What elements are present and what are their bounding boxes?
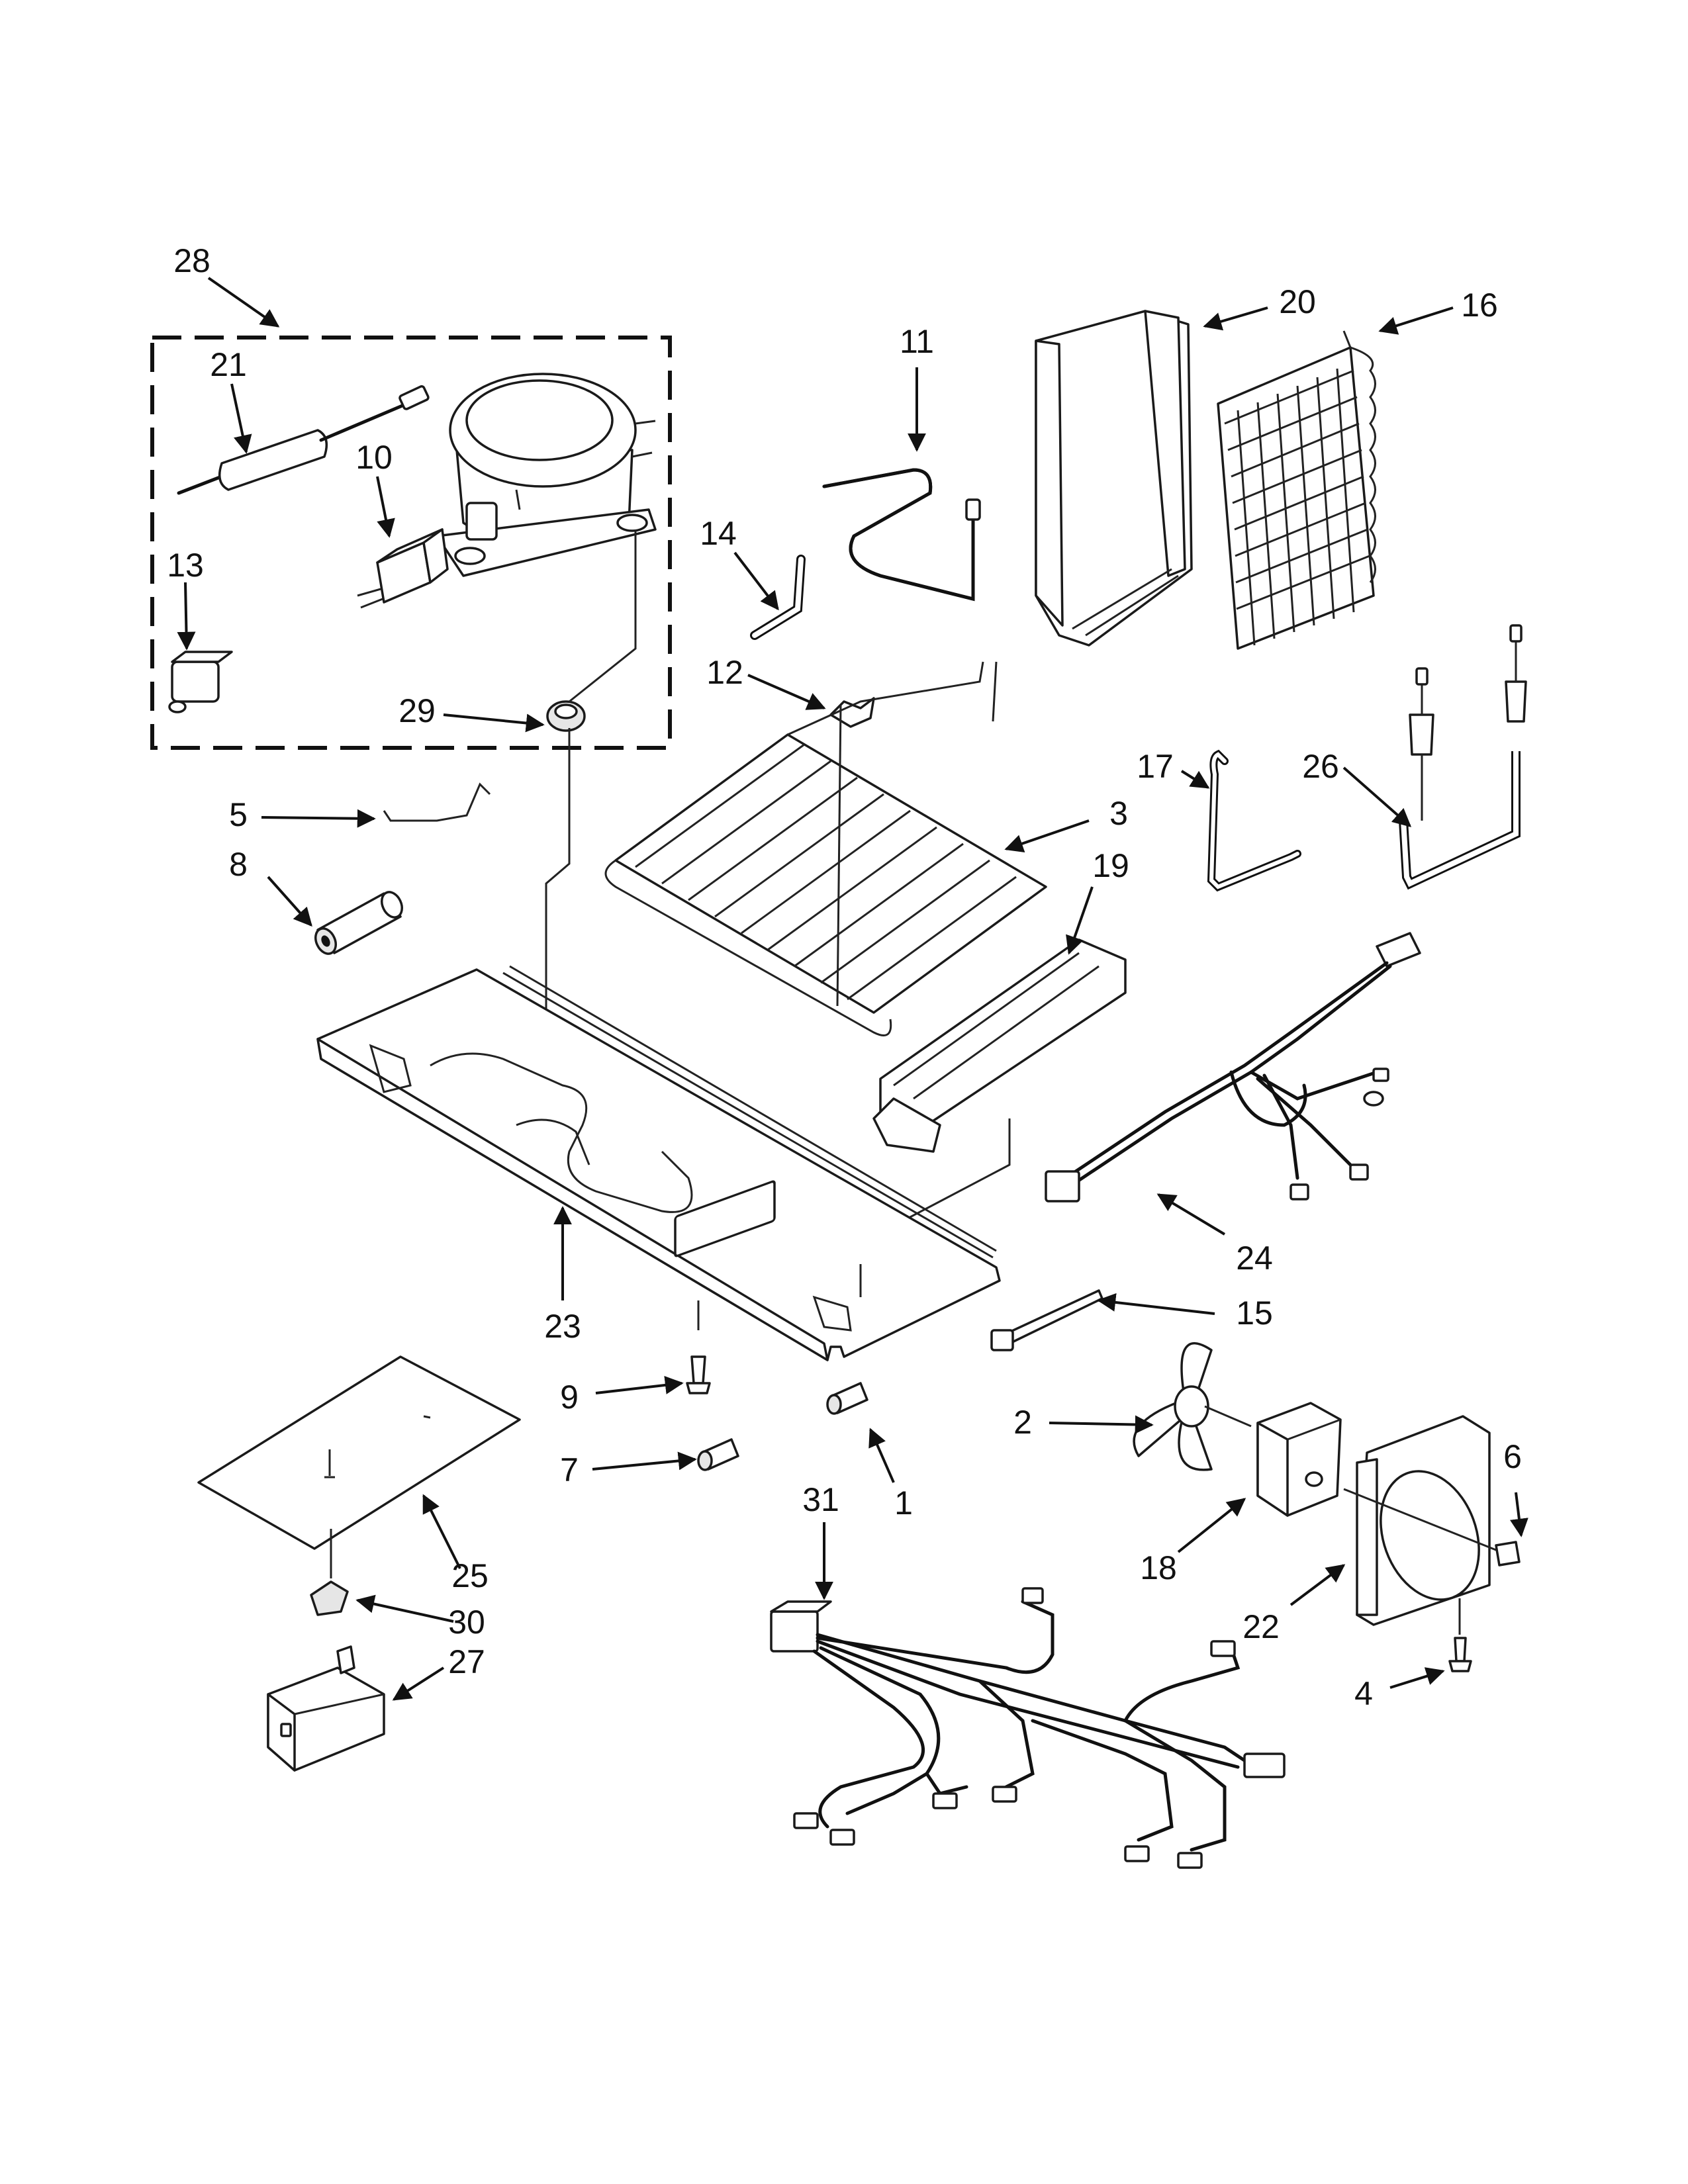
- filter-drier: [177, 385, 430, 495]
- callout-11: 11: [900, 323, 934, 360]
- electronic-control: [267, 1645, 385, 1772]
- callout-22: 22: [1243, 1608, 1280, 1645]
- callout-29: 29: [399, 692, 436, 729]
- callout-13: 13: [167, 547, 204, 584]
- callout-17: 17: [1137, 748, 1174, 785]
- callout-10: 10: [355, 439, 393, 476]
- fan-motor: [1256, 1402, 1342, 1517]
- evaporator-cover: [1035, 310, 1193, 647]
- callout-8: 8: [229, 846, 248, 883]
- callout-20: 20: [1279, 283, 1316, 320]
- cable-tie: [990, 1289, 1103, 1351]
- callout-1: 1: [894, 1484, 913, 1522]
- callout-25: 25: [451, 1557, 489, 1594]
- suction-line-17: [1207, 749, 1301, 892]
- callout-7: 7: [560, 1451, 579, 1488]
- drain-trough: [872, 938, 1127, 1232]
- power-cord: [1045, 932, 1421, 1203]
- leader-lines: [177, 277, 1528, 1701]
- callout-19: 19: [1092, 847, 1129, 884]
- callout-26: 26: [1302, 748, 1339, 785]
- callout-28: 28: [173, 242, 211, 279]
- screw-9: [686, 1300, 711, 1394]
- callout-3: 3: [1109, 795, 1128, 832]
- overload-relay: [168, 651, 233, 713]
- callout-30: 30: [448, 1604, 485, 1641]
- fan-shroud: [1343, 1415, 1521, 1626]
- callout-18: 18: [1140, 1549, 1177, 1586]
- callout-14: 14: [700, 515, 737, 552]
- insulation-pad: [197, 1355, 521, 1578]
- callout-labels: 28 21 10 13 29 11 14 12 20 16 17 26 3 19…: [167, 242, 1522, 1712]
- compressor-kit-box: [150, 336, 672, 750]
- callout-24: 24: [1236, 1240, 1273, 1277]
- callout-4: 4: [1354, 1675, 1373, 1712]
- condenser-tube: [822, 468, 981, 602]
- heat-exchanger-26: [1399, 624, 1527, 890]
- fan-blade: [1133, 1342, 1252, 1471]
- defrost-heater: [604, 661, 1047, 1036]
- callout-23: 23: [544, 1308, 581, 1345]
- wire-harness: [770, 1587, 1286, 1869]
- grommet-7: [697, 1438, 739, 1471]
- tube-14: [750, 555, 806, 640]
- callout-5: 5: [229, 796, 248, 833]
- callout-31: 31: [802, 1481, 839, 1518]
- grommet-1: [826, 1382, 868, 1415]
- evaporator: [1217, 330, 1376, 650]
- callout-15: 15: [1236, 1295, 1273, 1332]
- grommet: [546, 700, 586, 732]
- clip-30: [310, 1580, 349, 1616]
- compressor: [436, 373, 657, 577]
- callout-9: 9: [560, 1379, 579, 1416]
- base-pan: [316, 965, 1001, 1361]
- callout-16: 16: [1461, 287, 1498, 324]
- callout-27: 27: [448, 1643, 485, 1680]
- insulation-tube: [314, 891, 403, 955]
- callout-6: 6: [1503, 1438, 1522, 1475]
- callout-2: 2: [1013, 1404, 1032, 1441]
- callout-21: 21: [210, 346, 247, 383]
- screw-4: [1448, 1598, 1472, 1672]
- wire-clip-5: [383, 782, 491, 822]
- start-device: [357, 528, 449, 609]
- callout-12: 12: [706, 654, 743, 691]
